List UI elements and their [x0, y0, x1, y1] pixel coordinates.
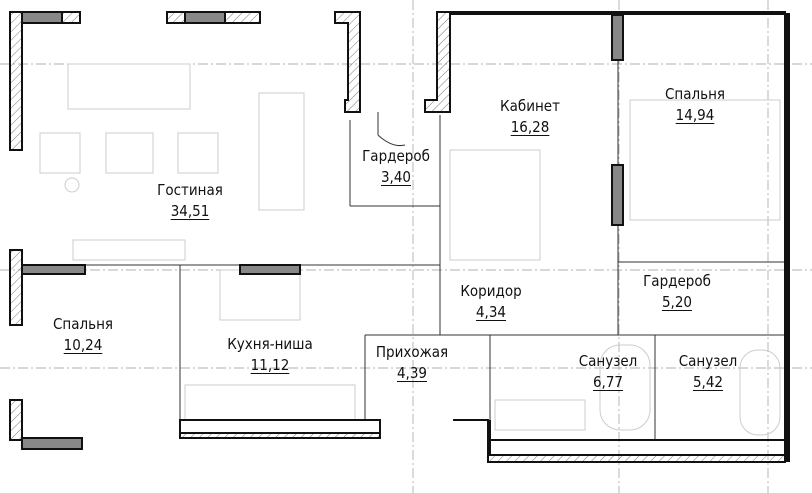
room-area: 10,24	[63, 336, 103, 354]
room-area: 11,12	[250, 356, 290, 374]
room-name: Гостиная	[157, 181, 223, 199]
room-name: Спальня	[52, 315, 114, 333]
room-name: Спальня	[664, 85, 726, 103]
room-name: Гардероб	[362, 147, 430, 165]
room-living: Гостиная 34,51	[157, 180, 223, 222]
room-wardrobe-2: Гардероб 5,20	[643, 271, 711, 313]
room-area: 14,94	[675, 106, 715, 124]
room-area: 4,34	[475, 303, 507, 321]
room-hallway: Прихожая 4,39	[376, 342, 448, 384]
room-name: Прихожая	[375, 343, 449, 361]
room-name: Кухня-ниша	[227, 335, 313, 353]
room-name: Санузел	[578, 352, 638, 370]
room-area: 6,77	[592, 373, 624, 391]
room-bedroom-1: Спальня 14,94	[665, 84, 725, 126]
furniture	[39, 63, 781, 436]
room-area: 34,51	[170, 202, 210, 220]
room-name: Кабинет	[500, 97, 560, 115]
room-study: Кабинет 16,28	[500, 96, 560, 138]
room-bathroom-1: Санузел 6,77	[579, 351, 638, 393]
walls	[9, 11, 790, 463]
room-name: Санузел	[678, 352, 738, 370]
room-area: 16,28	[510, 118, 550, 136]
room-area: 4,39	[396, 364, 428, 382]
room-area: 5,42	[692, 373, 724, 391]
room-name: Гардероб	[643, 272, 711, 290]
room-area: 3,40	[380, 168, 412, 186]
room-bedroom-2: Спальня 10,24	[53, 314, 113, 356]
room-corridor: Коридор 4,34	[460, 281, 521, 323]
room-wardrobe-1: Гардероб 3,40	[362, 146, 430, 188]
room-kitchen: Кухня-ниша 11,12	[227, 334, 313, 376]
room-name: Коридор	[460, 282, 522, 300]
room-area: 5,20	[661, 293, 693, 311]
room-bathroom-2: Санузел 5,42	[679, 351, 738, 393]
